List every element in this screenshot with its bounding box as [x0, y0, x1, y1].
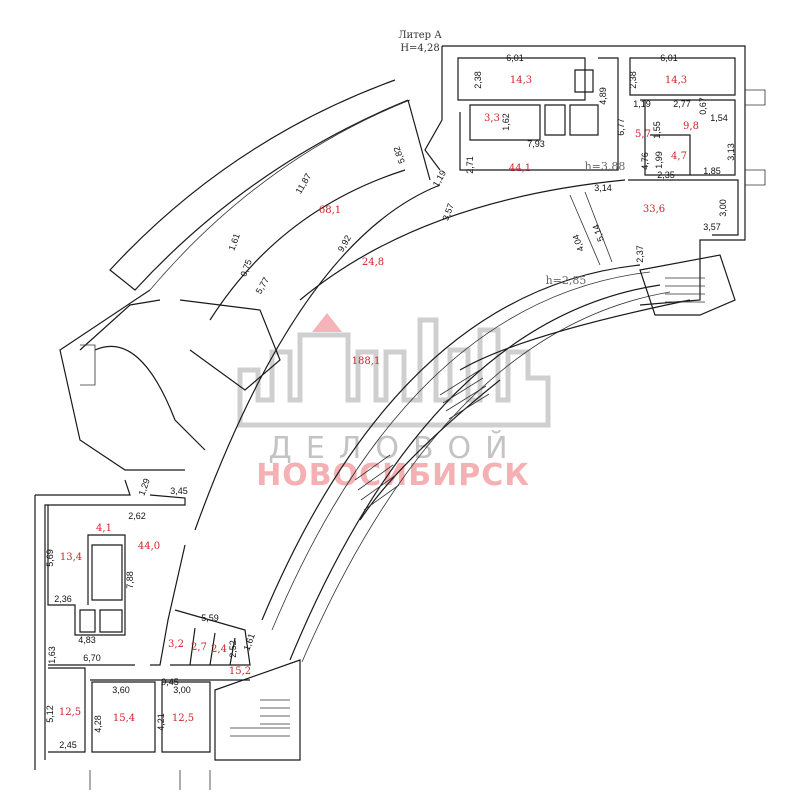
dimension: 7,88 [125, 571, 135, 589]
watermark-line2: НОВОСИБИРСК [256, 458, 530, 493]
dimension: 0,67 [698, 97, 708, 115]
dimension: 3,14 [594, 183, 612, 193]
ceiling-height-label: h=3,88 [585, 160, 626, 173]
dimension: 5,59 [201, 613, 219, 623]
room-area: 4,7 [671, 151, 687, 162]
dimension: 4,89 [598, 87, 608, 105]
dimension: 4,28 [93, 715, 103, 733]
dimension: 2,77 [673, 99, 691, 109]
dimension: 7,93 [527, 139, 545, 149]
dimension: 11,87 [294, 172, 314, 196]
dimension: 0,75 [238, 258, 253, 278]
dimension: 5,77 [254, 275, 271, 295]
room-area: 12,5 [172, 713, 194, 724]
dimension: 1,29 [136, 477, 151, 497]
dimension: 5,12 [45, 705, 55, 723]
dimension: 5,14 [590, 223, 605, 243]
dimension: 3,45 [170, 486, 188, 496]
dimension-labels: 6,01 2,38 1,62 4,89 7,93 6,77 2,71 6,01 … [45, 53, 736, 750]
dimension: 9,45 [161, 677, 179, 687]
room-area: 3,2 [168, 639, 184, 650]
dimension: 2,38 [628, 71, 638, 89]
dimension: 6,01 [506, 53, 524, 63]
room-area: 15,4 [113, 713, 135, 724]
room-area: 44,1 [509, 163, 531, 174]
dimension: 1,61 [226, 232, 241, 252]
dimension: 2,52 [228, 640, 238, 658]
room-area: 15,2 [229, 666, 251, 677]
room-area: 5,7 [635, 129, 651, 140]
dimension: 3,13 [726, 143, 736, 161]
room-area: 9,8 [683, 121, 699, 132]
height-label: Н=4,28 [400, 43, 439, 54]
dimension: 6,01 [660, 53, 678, 63]
room-area: 14,3 [510, 75, 532, 86]
dimension: 3,00 [718, 199, 728, 217]
dimension: 9,92 [336, 233, 353, 253]
dimension: 2,45 [59, 740, 77, 750]
dimension: 1,19 [431, 168, 448, 188]
dimension: 3,60 [112, 685, 130, 695]
dimension: 6,70 [83, 653, 101, 663]
dimension: 1,62 [501, 113, 511, 131]
room-area: 2,7 [191, 642, 207, 653]
dimension: 2,37 [635, 245, 645, 263]
watermark-logo: ДЕЛОВОЙ НОВОСИБИРСК [237, 313, 551, 493]
room-area: 4,1 [96, 523, 112, 534]
dimension: 1,55 [652, 121, 662, 139]
dimension: 1,85 [703, 166, 721, 176]
dimension: 3,57 [703, 222, 721, 232]
dimension: 1,54 [710, 113, 728, 123]
area-labels: 14,3 3,3 44,1 14,3 5,7 9,8 4,7 33,6 68,1… [59, 75, 699, 724]
watermark-line1: ДЕЛОВОЙ [268, 430, 521, 466]
dimension: 2,71 [465, 156, 475, 174]
dimension: 1,99 [654, 151, 664, 169]
room-area: 3,3 [484, 113, 500, 124]
room-area: 68,1 [319, 205, 341, 216]
room-area: 13,4 [60, 552, 82, 563]
dimension: 5,82 [391, 145, 406, 165]
dimension: 4,21 [156, 713, 166, 731]
dimension: 1,61 [241, 632, 256, 652]
dimension: 3,00 [173, 685, 191, 695]
room-area: 33,6 [643, 204, 665, 215]
dimension: 4,76 [640, 152, 650, 170]
dimension: 6,77 [616, 118, 626, 136]
dimension: 2,62 [128, 511, 146, 521]
dimension: 4,04 [570, 233, 585, 253]
dimension: 2,36 [54, 594, 72, 604]
dimension: 5,69 [45, 549, 55, 567]
ceiling-height-label: h=2,85 [546, 274, 587, 287]
walls [34, 45, 766, 790]
dimension: 2,38 [473, 71, 483, 89]
dimension: 1,19 [633, 99, 651, 109]
liter-label: Литер А [398, 30, 442, 41]
room-area: 2,4 [211, 644, 227, 655]
dimension: 4,83 [78, 635, 96, 645]
room-area: 14,3 [665, 75, 687, 86]
room-area: 44,0 [138, 541, 160, 552]
dimension: 1,63 [47, 646, 57, 664]
room-area: 24,8 [362, 257, 384, 268]
room-area: 188,1 [352, 356, 381, 367]
dimension: 3,57 [440, 202, 455, 222]
room-area: 12,5 [59, 707, 81, 718]
dimension: 2,35 [657, 170, 675, 180]
